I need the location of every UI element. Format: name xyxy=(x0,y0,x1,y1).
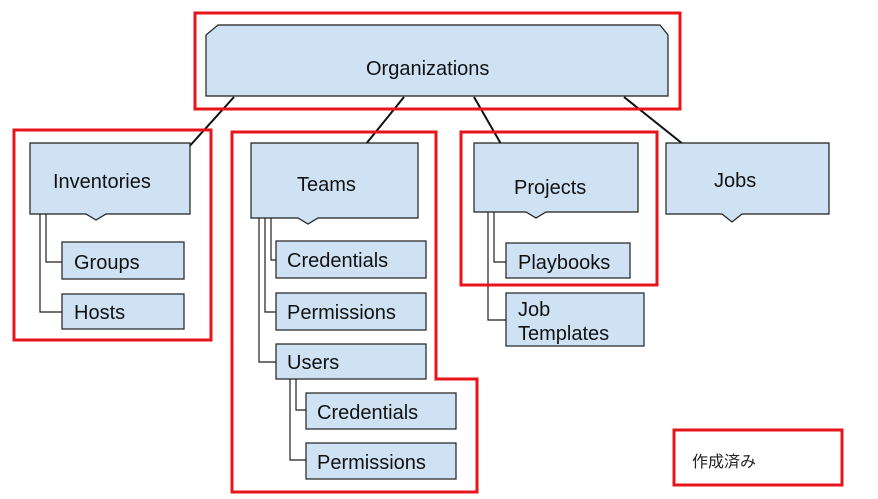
playbooks-box xyxy=(505,242,631,279)
legend-box xyxy=(672,428,844,487)
connector-users xyxy=(258,218,276,363)
jobs-label: Jobs xyxy=(714,170,757,192)
hosts-label: Hosts xyxy=(74,302,126,324)
legend-label: 作成済み xyxy=(692,452,757,471)
inventories-label: Inventories xyxy=(53,171,151,193)
job-templates-box xyxy=(505,292,645,347)
groups-label: Groups xyxy=(74,252,140,274)
connector-user-permissions xyxy=(289,379,306,461)
jobs-box xyxy=(665,142,830,223)
user-credentials-label: Credentials xyxy=(317,402,419,424)
projects-box xyxy=(473,142,639,219)
connector-team-permissions xyxy=(264,218,276,313)
team-permissions-box xyxy=(275,292,427,331)
team-permissions-label: Permissions xyxy=(287,302,396,324)
highlight-teams xyxy=(230,130,479,494)
hosts-box xyxy=(61,293,185,330)
groups-box xyxy=(61,241,185,280)
organizations-box xyxy=(205,24,669,97)
connector-playbooks xyxy=(493,212,506,263)
job-templates-label-line1: Job xyxy=(518,299,551,321)
highlight-organizations xyxy=(193,11,682,111)
connector-job-templates xyxy=(487,212,506,321)
projects-label: Projects xyxy=(514,177,587,199)
highlight-inventories xyxy=(12,128,213,342)
playbooks-label: Playbooks xyxy=(518,252,611,274)
user-credentials-box xyxy=(305,392,457,430)
user-permissions-box xyxy=(305,442,457,480)
team-credentials-label: Credentials xyxy=(287,250,389,272)
connector-groups xyxy=(45,214,62,263)
connector-team-credentials xyxy=(270,218,276,261)
teams-label: Teams xyxy=(297,174,356,196)
highlight-projects xyxy=(459,130,659,287)
connector-user-credentials xyxy=(295,379,306,411)
user-permissions-label: Permissions xyxy=(317,452,426,474)
job-templates-label-line2: Templates xyxy=(518,323,610,345)
organizations-label: Organizations xyxy=(366,58,490,80)
connector-hosts xyxy=(39,214,62,313)
inventories-box xyxy=(29,142,191,221)
users-box xyxy=(275,343,427,380)
team-credentials-box xyxy=(275,240,427,279)
users-label: Users xyxy=(287,352,340,374)
